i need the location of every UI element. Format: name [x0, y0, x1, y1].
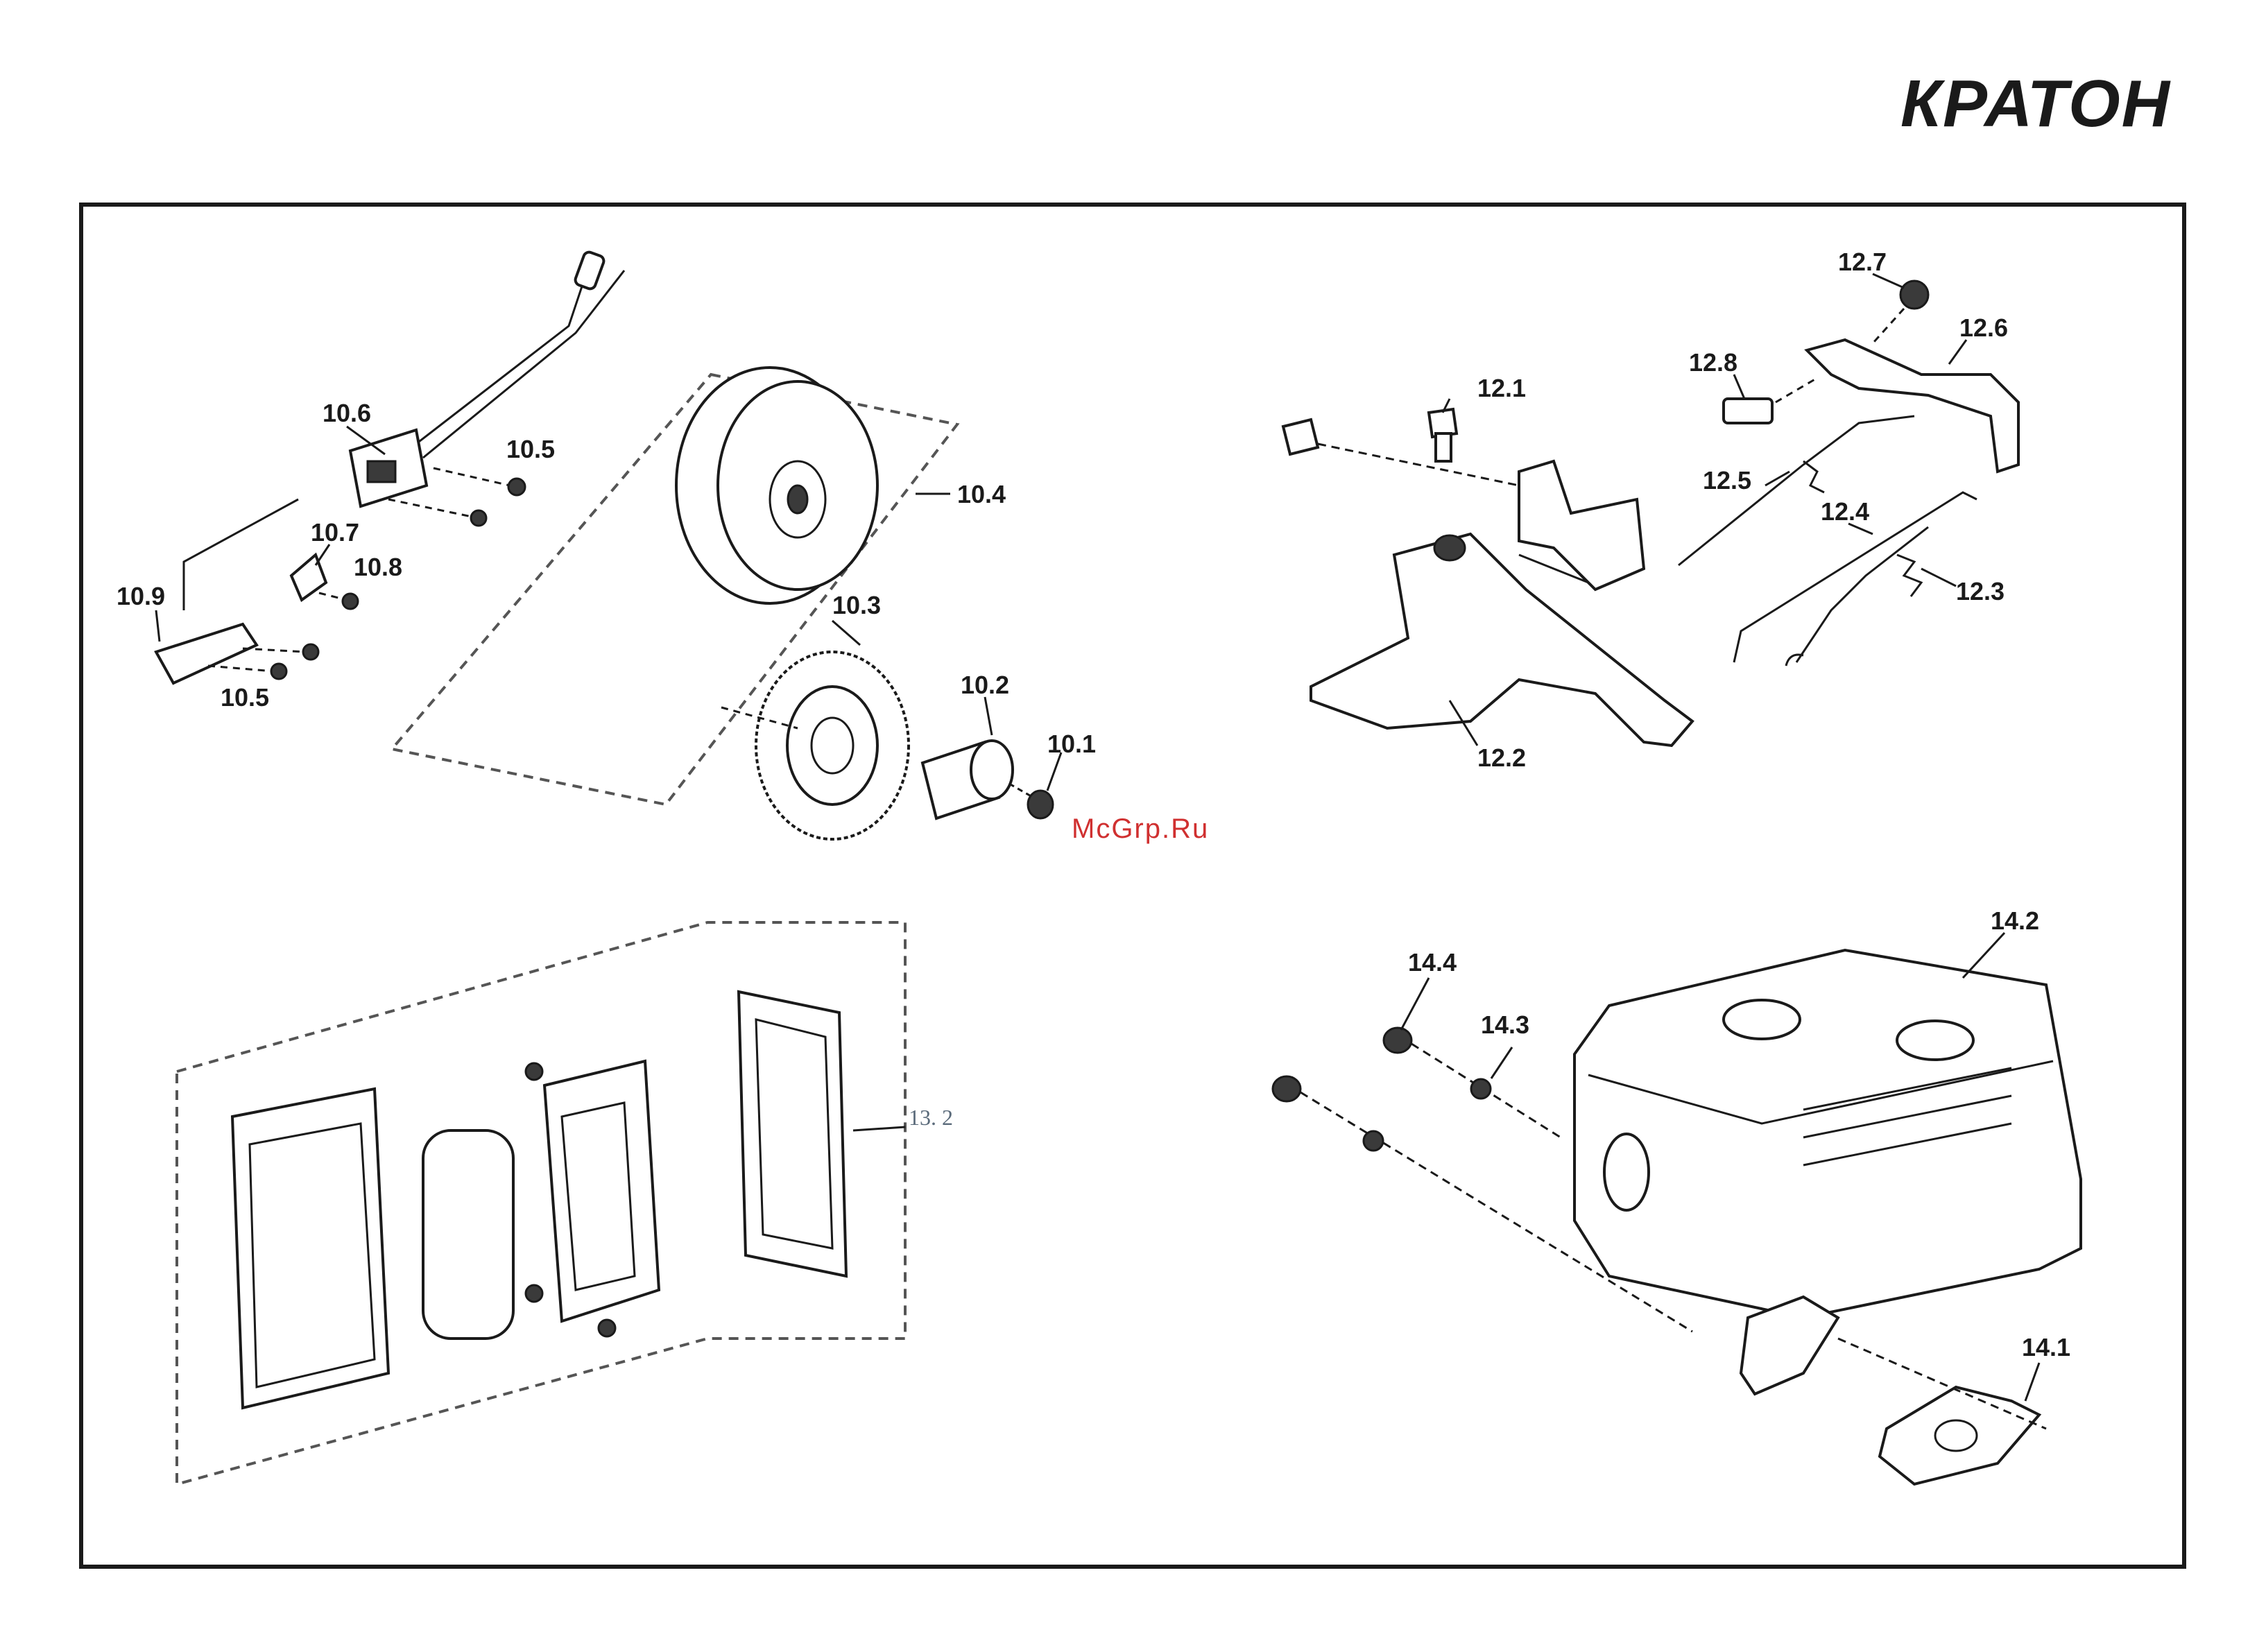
group-12-governor-assembly [1283, 281, 2018, 746]
label-12-4: 12.4 [1821, 497, 1869, 526]
stop-lever-10-9 [156, 499, 318, 683]
label-10-4: 10.4 [957, 480, 1006, 508]
flywheel-nut-10-1 [1009, 784, 1053, 818]
bolt-12-1 [1283, 409, 1519, 485]
spring-12-3 [1786, 527, 1928, 666]
label-12-2: 12.2 [1477, 743, 1526, 772]
label-12-3: 12.3 [1956, 577, 2005, 605]
label-10-7: 10.7 [311, 518, 359, 547]
muffler-14-2 [1574, 950, 2081, 1318]
label-10-9: 10.9 [117, 582, 165, 610]
flywheel-10-4 [676, 368, 877, 603]
filter-frame [544, 1061, 659, 1321]
cooling-fan-10-3 [721, 652, 909, 839]
label-12-6: 12.6 [1959, 313, 2008, 342]
label-10-5-top: 10.5 [506, 435, 555, 463]
label-14-2: 14.2 [1991, 906, 2039, 935]
ignition-coil-10-6 [350, 250, 624, 506]
label-10-8: 10.8 [354, 553, 402, 581]
label-10-6: 10.6 [323, 399, 371, 427]
nut-12-7 [1873, 281, 1928, 343]
group-13-air-filter-assembly [177, 922, 905, 1484]
muffler-flange [1741, 1297, 1838, 1394]
control-lever-12-6 [1807, 340, 2018, 472]
starter-cup-10-2 [922, 741, 1013, 818]
washer-14-3 [1364, 1079, 1491, 1151]
label-10-2: 10.2 [961, 671, 1009, 699]
label-10-3: 10.3 [832, 591, 881, 619]
label-10-5-bottom: 10.5 [221, 683, 269, 712]
label-12-5: 12.5 [1703, 466, 1751, 494]
gasket-14-1 [1838, 1339, 2046, 1484]
filter-element [423, 1130, 513, 1339]
group-10-flywheel-assembly [156, 250, 1053, 839]
group-14-muffler-assembly [1273, 950, 2081, 1484]
label-12-8: 12.8 [1689, 348, 1737, 377]
label-12-1: 12.1 [1477, 374, 1526, 402]
watermark: McGrp.Ru [1072, 814, 1209, 844]
label-12-7: 12.7 [1838, 248, 1887, 276]
label-10-1: 10.1 [1047, 730, 1096, 758]
switch-10-7 [291, 555, 358, 609]
label-14-4: 14.4 [1408, 948, 1457, 976]
label-13-2: 13. 2 [909, 1105, 953, 1130]
control-bracket-12-2 [1311, 461, 1692, 746]
label-14-3: 14.3 [1481, 1010, 1529, 1039]
filter-base-plate [739, 992, 846, 1276]
label-14-1: 14.1 [2022, 1333, 2070, 1361]
